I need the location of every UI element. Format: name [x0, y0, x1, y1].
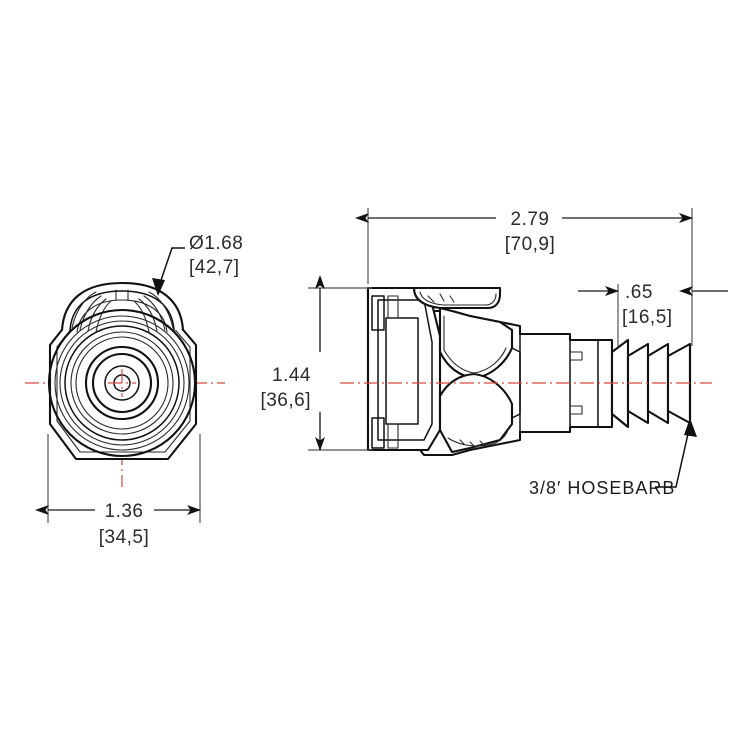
- thumb-latch-top: [412, 286, 502, 310]
- overall-length-dimension-group: 2.79 [70,9]: [355, 208, 693, 284]
- height-inch-text: 1.44: [272, 365, 311, 386]
- hosebarb-note-group: 3/8′ HOSEBARB: [529, 418, 697, 498]
- hosebarb-leader-arrow: [684, 418, 697, 437]
- bore-circle-valve-inner: [91, 352, 153, 414]
- height-metric-text: [36,6]: [260, 390, 311, 411]
- bore-circle-ring3: [64, 325, 180, 441]
- barb-length-dimension-group: .65 [16,5]: [578, 282, 728, 346]
- latch-tab-upper: [371, 295, 385, 331]
- diameter-inch-text: Ø1.68: [189, 233, 243, 254]
- bore-circle-valve-outer: [84, 345, 160, 421]
- barb-metric-text: [16,5]: [622, 307, 673, 328]
- lower-shell-inner: [447, 429, 509, 447]
- bore-circle-ring4: [70, 331, 174, 435]
- thumb-latch-grip-marks: [427, 293, 455, 303]
- latch-detail-top: [387, 295, 399, 319]
- diameter-callout-group: Ø1.68 [42,7]: [152, 233, 243, 296]
- front-end-view: [25, 281, 225, 487]
- collar-notch-bottom: [569, 405, 583, 415]
- width-metric-text: [34,5]: [99, 527, 150, 548]
- diameter-metric-text: [42,7]: [189, 257, 240, 278]
- cap-collar-inner: [69, 290, 175, 331]
- width-inch-text: 1.36: [105, 501, 144, 522]
- diameter-leader-arrow: [152, 278, 165, 296]
- bore-circle-pin-outer: [104, 365, 140, 401]
- latch-detail-bottom: [387, 423, 399, 449]
- coupler-sleeve-panel: [385, 317, 419, 425]
- bore-circle-ring1: [54, 315, 190, 451]
- length-metric-text: [70,9]: [505, 234, 556, 255]
- thumb-latch-top-edge: [419, 291, 497, 306]
- barb-ridge-1: [610, 338, 630, 429]
- collar-notch-top: [569, 351, 583, 361]
- hosebarb-note-text: 3/8′ HOSEBARB: [529, 478, 675, 498]
- diameter-leader-line: [157, 247, 185, 290]
- barb-inch-text: .65: [625, 282, 653, 303]
- cap-collar-ring: [76, 299, 168, 333]
- bore-circle-ring2: [59, 320, 185, 446]
- lower-shell-grip-marks: [459, 439, 485, 447]
- width-dimension-group: 1.36 [34,5]: [35, 434, 201, 548]
- side-profile-view: [340, 286, 712, 457]
- bore-circle-outer: [47, 308, 197, 458]
- bore-circle-ring5: [75, 336, 169, 430]
- length-inch-text: 2.79: [511, 209, 550, 230]
- coupler-housing-block: [366, 286, 442, 452]
- body-height-dimension-group: 1.44 [36,6]: [260, 275, 372, 451]
- latch-tab-lower: [371, 417, 385, 449]
- hosebarb-leader-line: [655, 424, 691, 488]
